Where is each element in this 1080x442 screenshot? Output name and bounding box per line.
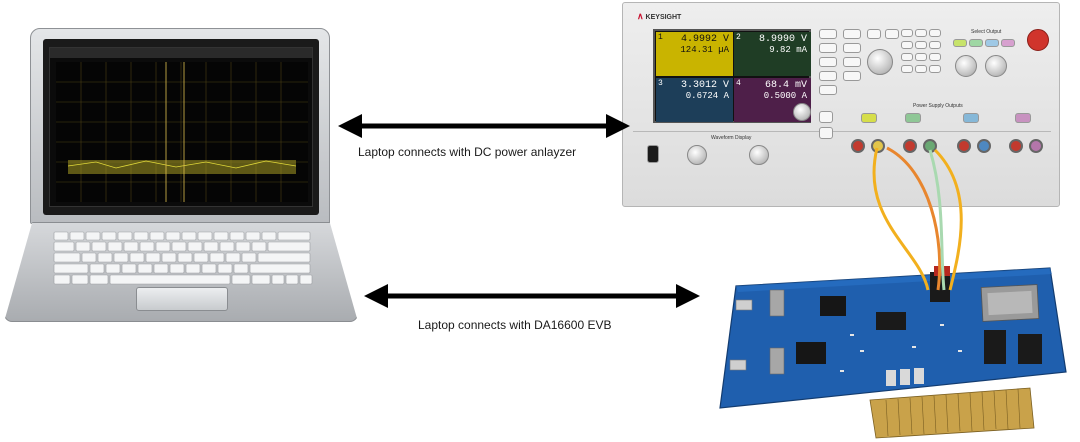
terminal-red	[957, 139, 971, 153]
power-button	[1027, 29, 1049, 51]
keypad-key	[901, 29, 913, 37]
channel-number: 1	[658, 33, 663, 42]
laptop-icon	[0, 0, 370, 330]
instrument-button	[843, 43, 861, 53]
keypad-key	[901, 41, 913, 49]
select-output-label: Select Output	[971, 29, 1002, 35]
channel-number: 4	[736, 79, 741, 88]
instrument-button	[819, 29, 837, 39]
keypad-key	[929, 41, 941, 49]
output-select-button	[953, 39, 967, 47]
channel-number: 2	[736, 33, 741, 42]
channel-on-button	[963, 113, 979, 123]
instrument-button	[867, 29, 881, 39]
channel-4-panel: 4 68.4 mV 0.5000 A	[734, 78, 811, 122]
channel-voltage: 3.3012 V	[680, 80, 729, 91]
channel-1-panel: 1 4.9992 V 124.31 µA	[656, 32, 733, 76]
instrument-button	[843, 29, 861, 39]
channel-voltage: 68.4 mV	[764, 80, 807, 91]
channel-current: 124.31 µA	[680, 45, 729, 55]
laptop-bezel	[43, 39, 319, 215]
keypad-key	[915, 29, 927, 37]
caption-dc-power-analyzer: Laptop connects with DC power anlayzer	[358, 145, 577, 159]
channel-voltage: 8.9990 V	[758, 34, 807, 45]
channel-current: 0.6724 A	[685, 91, 729, 101]
instrument-button	[819, 85, 837, 95]
terminal-red	[1009, 139, 1023, 153]
channel-on-button	[861, 113, 877, 123]
channel-on-button	[905, 113, 921, 123]
laptop-lid	[30, 28, 330, 224]
laptop-touchpad	[136, 287, 228, 311]
screen-toolbar	[50, 48, 312, 58]
power-supply-outputs-label: Power Supply Outputs	[913, 103, 963, 109]
instrument-button	[885, 29, 899, 39]
channel-on-button	[1015, 113, 1031, 123]
scope-waveform	[56, 62, 308, 202]
trigger-knob-icon	[793, 103, 811, 121]
terminal-purple	[1029, 139, 1043, 153]
instrument-brand: ∧ KEYSIGHT	[637, 11, 681, 22]
instrument-button	[819, 111, 833, 123]
output-select-button	[1001, 39, 1015, 47]
keypad-key	[915, 41, 927, 49]
terminal-yellow	[871, 139, 885, 153]
keypad-key	[915, 65, 927, 73]
keypad-key	[915, 53, 927, 61]
line-switch	[647, 145, 659, 163]
current-knob-icon	[985, 55, 1007, 77]
terminal-green	[923, 139, 937, 153]
vertical-knob-icon	[687, 145, 707, 165]
keypad-key	[929, 53, 941, 61]
waveform-display-label: Waveform Display	[711, 135, 752, 141]
voltage-knob-icon	[955, 55, 977, 77]
terminal-red	[851, 139, 865, 153]
instrument-display: 1 4.9992 V 124.31 µA 2 8.9990 V 9.82 mA …	[653, 29, 811, 123]
instrument-button	[819, 57, 837, 67]
laptop-screen	[49, 47, 313, 207]
instrument-button	[819, 127, 833, 139]
keypad-key	[901, 53, 913, 61]
evb-board-icon	[719, 266, 1067, 439]
instrument-button	[819, 71, 837, 81]
channel-voltage: 4.9992 V	[680, 34, 729, 45]
caption-da16600-evb: Laptop connects with DA16600 EVB	[418, 318, 612, 332]
laptop-keyboard	[53, 231, 313, 285]
channel-current: 0.5000 A	[763, 91, 807, 101]
nav-wheel-icon	[867, 49, 893, 75]
output-select-button	[985, 39, 999, 47]
double-arrow-icon	[364, 284, 700, 308]
terminal-blue	[977, 139, 991, 153]
keypad-key	[901, 65, 913, 73]
keysight-logo-icon: ∧	[637, 11, 644, 21]
channel-2-panel: 2 8.9990 V 9.82 mA	[734, 32, 811, 76]
terminal-red	[903, 139, 917, 153]
keypad-key	[929, 29, 941, 37]
instrument-brand-label: KEYSIGHT	[645, 14, 682, 21]
instrument-button	[843, 71, 861, 81]
output-select-button	[969, 39, 983, 47]
keypad-key	[929, 65, 941, 73]
power-analyzer-icon: ∧ KEYSIGHT 1 4.9992 V 124.31 µA 2 8.9990…	[622, 2, 1060, 207]
channel-number: 3	[658, 79, 663, 88]
double-arrow-icon	[338, 114, 630, 138]
horizontal-knob-icon	[749, 145, 769, 165]
instrument-button	[819, 43, 837, 53]
instrument-button	[843, 57, 861, 67]
panel-divider	[633, 131, 1051, 132]
channel-3-panel: 3 3.3012 V 0.6724 A	[656, 78, 733, 122]
channel-current: 9.82 mA	[769, 45, 807, 55]
